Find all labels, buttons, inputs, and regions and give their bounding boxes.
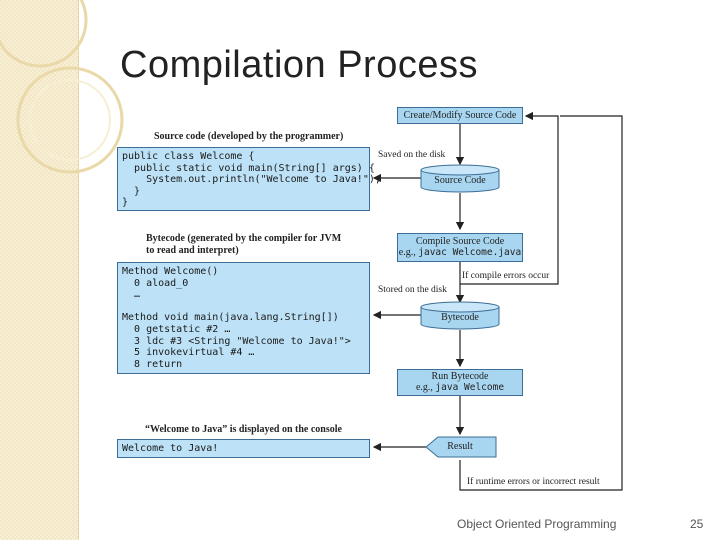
console-caption: “Welcome to Java” is displayed on the co… — [145, 424, 342, 435]
result-label: Result — [447, 441, 473, 452]
compile-errors-label: If compile errors occur — [462, 271, 550, 281]
run-eg: e.g., — [415, 382, 436, 393]
run-example: e.g., java Welcome — [398, 382, 522, 393]
compile-eg: e.g., — [398, 247, 419, 258]
runtime-errors-label: If runtime errors or incorrect result — [467, 477, 600, 487]
compile-command: javac Welcome.java — [418, 247, 522, 258]
saved-on-disk-label: Saved on the disk — [378, 150, 446, 160]
bytecode-store-label: Bytecode — [441, 312, 479, 323]
console-output: Welcome to Java! — [117, 439, 370, 458]
run-box: Run Bytecode e.g., java Welcome — [397, 369, 523, 396]
source-code-caption: Source code (developed by the programmer… — [154, 131, 344, 142]
footer-text: Object Oriented Programming — [457, 517, 617, 531]
create-source-box: Create/Modify Source Code — [397, 107, 523, 124]
stored-on-disk-label: Stored on the disk — [378, 285, 447, 295]
bytecode-caption-line1: Bytecode (generated by the compiler for … — [146, 233, 342, 244]
compile-label: Compile Source Code — [415, 236, 505, 247]
bytecode-caption-line2: to read and interpret) — [146, 245, 239, 256]
run-label: Run Bytecode — [431, 371, 489, 382]
bytecode-panel: Method Welcome() 0 aload_0 … Method void… — [117, 262, 370, 374]
source-code-store-label: Source Code — [434, 175, 486, 186]
slide-title: Compilation Process — [120, 44, 478, 86]
source-code-panel: public class Welcome { public static voi… — [117, 147, 381, 211]
compile-example: e.g., javac Welcome.java — [398, 247, 522, 258]
compile-box: Compile Source Code e.g., javac Welcome.… — [397, 233, 523, 262]
page-number: 25 — [690, 517, 704, 531]
run-command: java Welcome — [435, 382, 505, 393]
